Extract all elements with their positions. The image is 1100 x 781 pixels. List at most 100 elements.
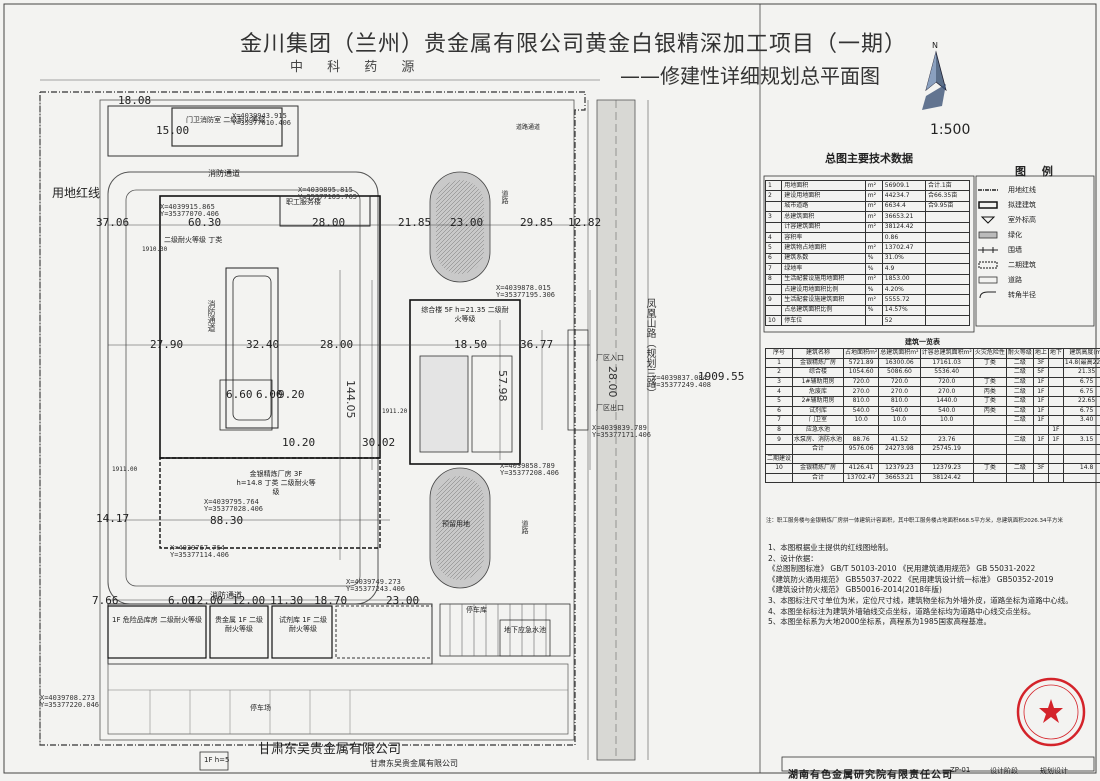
elevation: 1911.00: [112, 466, 137, 473]
note-line: 3、本图标注尺寸单位为米，定位尺寸线，建筑物坐标为外墙外皮，道路坐标为道路中心线…: [768, 596, 1073, 607]
building-table-cell: [920, 454, 973, 464]
building-table-cell: 36653.21: [879, 473, 920, 483]
building-label: 金银精炼厂房 3F h=14.8 丁类 二级耐火等级: [236, 470, 316, 497]
dimension: 29.85: [520, 216, 553, 229]
road-label: 道路通道: [516, 122, 540, 131]
building-table-cell: 1F: [1048, 435, 1063, 445]
coord-label: Y=35377070.406: [160, 210, 219, 218]
dimension: 12.82: [568, 216, 601, 229]
drawing-number: ZP-01: [950, 766, 970, 774]
dimension: 28.00: [320, 338, 353, 351]
tech-table-cell: 建筑系数: [782, 253, 866, 263]
tech-table-row: 占总建筑面积比例%14.57%: [766, 305, 970, 315]
building-table-cell: 危废库: [793, 387, 844, 397]
building-table-cell: [1006, 473, 1033, 483]
building-table-cell: [1063, 454, 1100, 464]
building-table-cell: 合计: [793, 473, 844, 483]
stage-label: 设计阶段: [990, 766, 1018, 776]
tech-table-cell: 5555.72: [882, 295, 925, 305]
building-table-cell: 水泵房、消防水池: [793, 435, 844, 445]
building-label: 停车库: [466, 606, 487, 615]
green-symbol-icon: [978, 231, 998, 239]
tech-table-cell: 1: [766, 181, 782, 191]
building-table-cell: 8: [766, 425, 793, 435]
dimension: 10.20: [282, 436, 315, 449]
tech-table-title: 总图主要技术数据: [825, 150, 913, 166]
building-table-cell: [1048, 464, 1063, 474]
building-table-cell: [766, 473, 793, 483]
tech-table-cell: [926, 305, 970, 315]
tech-table-cell: 0.86: [882, 232, 925, 242]
legend: 用地红线 拟建建筑 室外标高 绿化 围墙 二期建筑 道路 转角半径: [978, 183, 1090, 303]
building-table-cell: 270.0: [920, 387, 973, 397]
tech-table-cell: [926, 212, 970, 222]
building-table-cell: 1F: [1033, 377, 1048, 387]
road-label: 消防通道: [206, 300, 217, 332]
building-table-cell: 1#辅助用房: [793, 377, 844, 387]
building-table-header-cell: 建筑名称: [793, 349, 844, 359]
building-table-cell: [1048, 358, 1063, 368]
building-table-cell: 5536.40: [920, 368, 973, 378]
building-table-cell: 6.75: [1063, 406, 1100, 416]
tech-table-cell: [926, 264, 970, 274]
svg-text:N: N: [932, 41, 938, 50]
coord-label: Y=35377220.046: [40, 701, 99, 709]
building-table-cell: 二级: [1006, 406, 1033, 416]
building-table-cell: 二级: [1006, 368, 1033, 378]
dimension: 18.08: [118, 94, 151, 107]
building-table-cell: 540.0: [879, 406, 920, 416]
building-table-cell: 17161.03: [920, 358, 973, 368]
tech-table-cell: [926, 274, 970, 284]
dimension: 32.40: [246, 338, 279, 351]
legend-item: 室外标高: [978, 213, 1090, 228]
dimension: 28.00: [312, 216, 345, 229]
tech-table-cell: 绿地率: [782, 264, 866, 274]
tech-table-cell: m²: [865, 212, 882, 222]
building-table-cell: 试剂库: [793, 406, 844, 416]
building-table-cell: 丁类: [973, 396, 1006, 406]
legend-item: 道路: [978, 273, 1090, 288]
building-table-cell: 10.0: [879, 416, 920, 426]
building-table-cell: 二级: [1006, 387, 1033, 397]
building-table-cell: [920, 425, 973, 435]
building-table-cell: 二级: [1006, 377, 1033, 387]
note-line: 4、本图坐标标注为建筑外墙轴线交点坐标，道路坐标均为道路中心线交点坐标。: [768, 607, 1073, 618]
building-table-cell: 22.65: [1063, 396, 1100, 406]
building-table-cell: 2: [766, 368, 793, 378]
tech-table-cell: m²: [865, 191, 882, 201]
tech-table-cell: 36653.21: [882, 212, 925, 222]
tech-table-cell: 10: [766, 316, 782, 326]
building-table-header-cell: 占地面积m²: [844, 349, 879, 359]
building-table-cell: [879, 454, 920, 464]
building-table-cell: 3: [766, 377, 793, 387]
tech-table-cell: 建设用地面积: [782, 191, 866, 201]
dimension: 36.77: [520, 338, 553, 351]
tech-table-cell: 6634.4: [882, 201, 925, 211]
tech-table-cell: m²: [865, 181, 882, 191]
tech-table-cell: [865, 316, 882, 326]
building-table-cell: 10: [766, 464, 793, 474]
dimension: 18.50: [454, 338, 487, 351]
company-seal-icon: [1014, 675, 1088, 749]
tech-table-cell: [865, 232, 882, 242]
building-table-cell: 720.0: [879, 377, 920, 387]
tech-table-cell: 2: [766, 191, 782, 201]
building-table-cell: 7: [766, 416, 793, 426]
building-table-cell: 14.8(最高22.8): [1063, 358, 1100, 368]
building-table-cell: 88.76: [844, 435, 879, 445]
tech-table-cell: 6: [766, 253, 782, 263]
tech-table-cell: 3: [766, 212, 782, 222]
gate-out-label: 厂区出口: [596, 403, 624, 413]
tech-table-cell: [926, 253, 970, 263]
building-table-cell: 二期建设: [766, 454, 793, 464]
building-table-cell: 1054.60: [844, 368, 879, 378]
north-arrow-icon: N: [918, 40, 954, 116]
dimension: 144.05: [344, 380, 357, 419]
building-table-cell: 1440.0: [920, 396, 973, 406]
